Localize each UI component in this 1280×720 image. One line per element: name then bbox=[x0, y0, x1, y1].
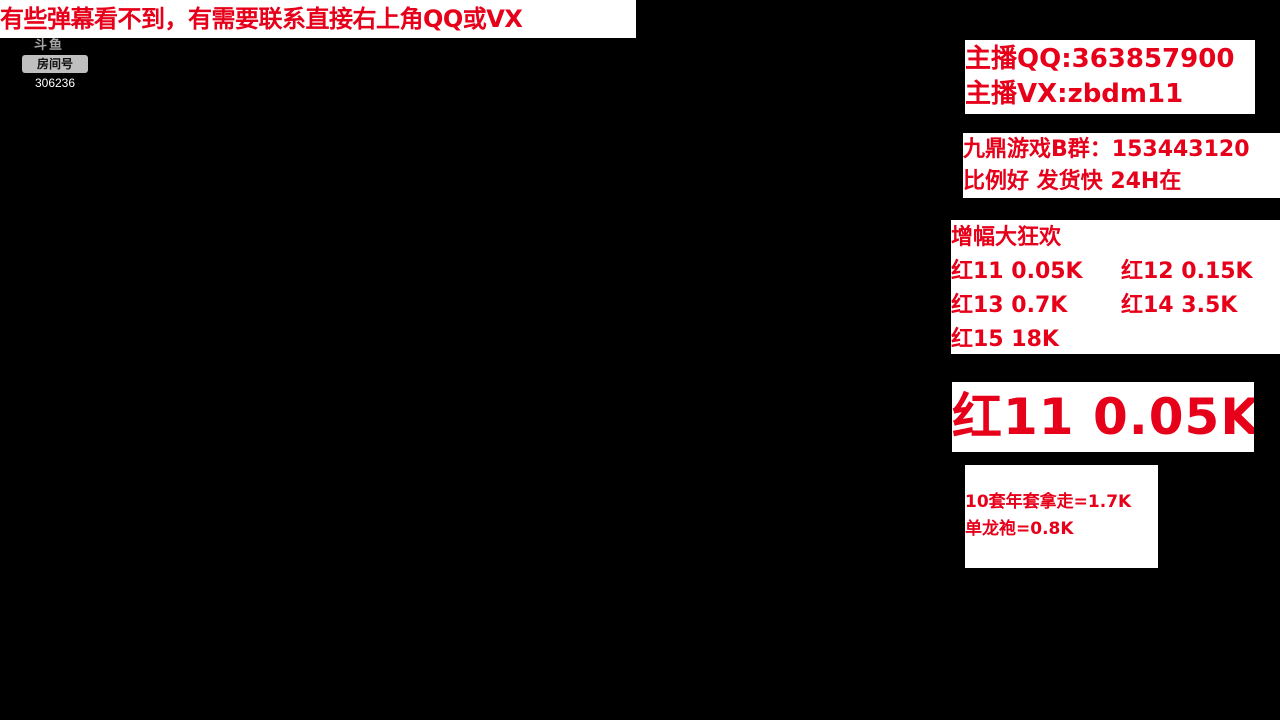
bundle-offer-card: 10套年套拿走=1.7K 单龙袍=0.8K bbox=[965, 465, 1158, 568]
promo-item: 红15 18K bbox=[951, 327, 1059, 352]
anchor-contact-card: 主播QQ:363857900 主播VX:zbdm11 bbox=[965, 40, 1255, 114]
room-number: 306236 bbox=[34, 76, 76, 90]
offer-line: 10套年套拿走=1.7K bbox=[965, 492, 1132, 512]
highlight-text: 红11 0.05K bbox=[952, 388, 1254, 446]
group-slogan: 比例好 发货快 24H在 bbox=[963, 169, 1182, 194]
banner-text: 有些弹幕看不到，有需要联系直接右上角QQ或VX bbox=[0, 5, 523, 33]
promo-item: 红12 0.15K bbox=[1121, 259, 1253, 284]
offer-line: 单龙袍=0.8K bbox=[965, 519, 1074, 539]
promo-title: 增幅大狂欢 bbox=[951, 225, 1062, 250]
anchor-qq: 主播QQ:363857900 bbox=[965, 44, 1235, 74]
group-number: 九鼎游戏B群：153443120 bbox=[963, 137, 1250, 162]
room-badge: 斗鱼 房间号 306236 bbox=[20, 38, 90, 90]
enhance-promo-card: 增幅大狂欢 红11 0.05K 红12 0.15K 红13 0.7K 红14 3… bbox=[951, 220, 1280, 354]
anchor-vx: 主播VX:zbdm11 bbox=[965, 79, 1184, 109]
promo-price-list: 红11 0.05K 红12 0.15K 红13 0.7K 红14 3.5K 红1… bbox=[951, 255, 1280, 354]
platform-logo: 斗鱼 bbox=[34, 38, 65, 53]
promo-item: 红13 0.7K bbox=[951, 293, 1068, 318]
group-info-card: 九鼎游戏B群：153443120 比例好 发货快 24H在 bbox=[963, 133, 1280, 198]
highlight-price-card: 红11 0.05K bbox=[952, 382, 1254, 452]
room-label: 房间号 bbox=[22, 55, 88, 73]
top-banner: 有些弹幕看不到，有需要联系直接右上角QQ或VX bbox=[0, 0, 636, 38]
promo-item: 红14 3.5K bbox=[1121, 293, 1238, 318]
promo-item: 红11 0.05K bbox=[951, 259, 1083, 284]
